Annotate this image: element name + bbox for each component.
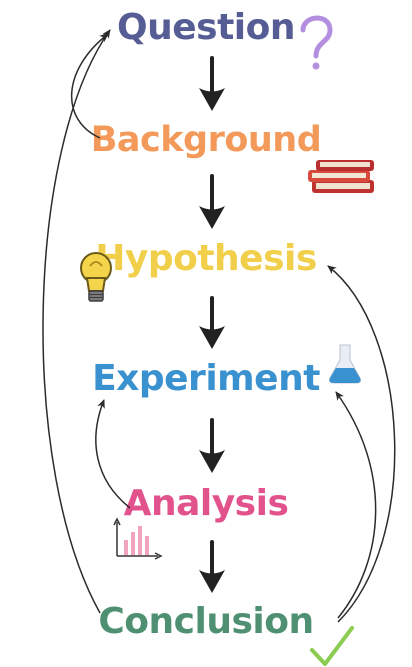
- flow-arrow-experiment-analysis: [199, 418, 225, 473]
- feedback-arrow-conclusion-hypothesis: [327, 265, 396, 623]
- flow-arrow-analysis-conclusion: [199, 540, 225, 593]
- flow-arrow-background-hypothesis: [199, 174, 225, 229]
- flow-arrow-hypothesis-experiment: [199, 296, 225, 349]
- step-background: Background: [90, 120, 322, 160]
- step-experiment: Experiment: [92, 358, 320, 399]
- step-analysis: Analysis: [123, 483, 289, 524]
- step-hypothesis: Hypothesis: [95, 238, 317, 279]
- step-question: Question: [117, 7, 296, 48]
- books-icon: [308, 160, 374, 193]
- flow-arrow-question-background: [199, 56, 225, 111]
- step-conclusion: Conclusion: [98, 601, 314, 642]
